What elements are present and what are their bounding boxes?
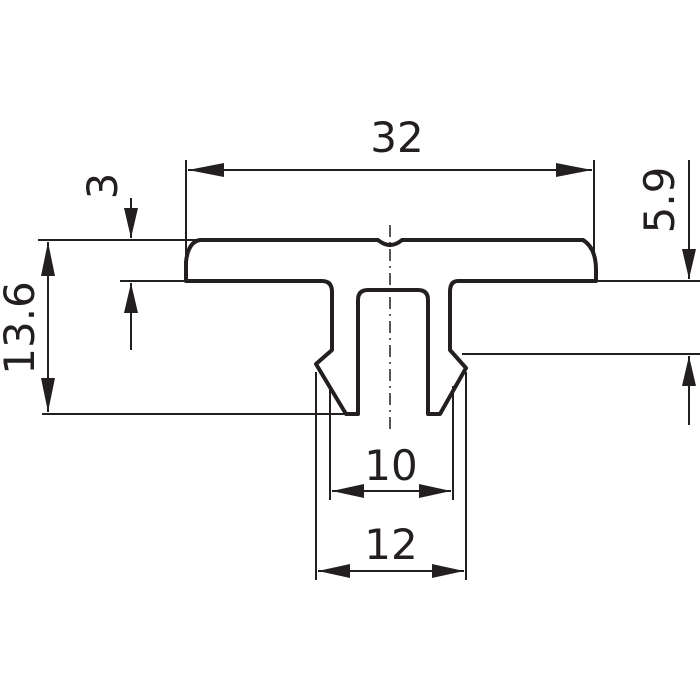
arrow-12-left — [318, 564, 350, 578]
arrow-5-9-bottom — [682, 356, 696, 386]
arrow-32-right — [556, 163, 592, 177]
arrow-13-6-bottom — [41, 378, 55, 412]
arrow-10-right — [419, 484, 451, 498]
arrow-5-9-top — [682, 249, 696, 279]
dim-label-3: 3 — [78, 173, 127, 200]
arrow-10-left — [332, 484, 364, 498]
dim-label-5-9: 5.9 — [635, 167, 684, 234]
dim-label-32: 32 — [370, 113, 423, 162]
dim-label-10: 10 — [364, 441, 417, 490]
arrow-12-right — [432, 564, 464, 578]
arrow-3-top — [124, 208, 138, 238]
dim-label-13-6: 13.6 — [0, 281, 44, 375]
t-profile-outline — [184, 238, 598, 416]
arrow-13-6-top — [41, 242, 55, 276]
dim-label-12: 12 — [364, 520, 417, 569]
arrow-32-left — [188, 163, 224, 177]
arrow-3-bottom — [124, 283, 138, 313]
